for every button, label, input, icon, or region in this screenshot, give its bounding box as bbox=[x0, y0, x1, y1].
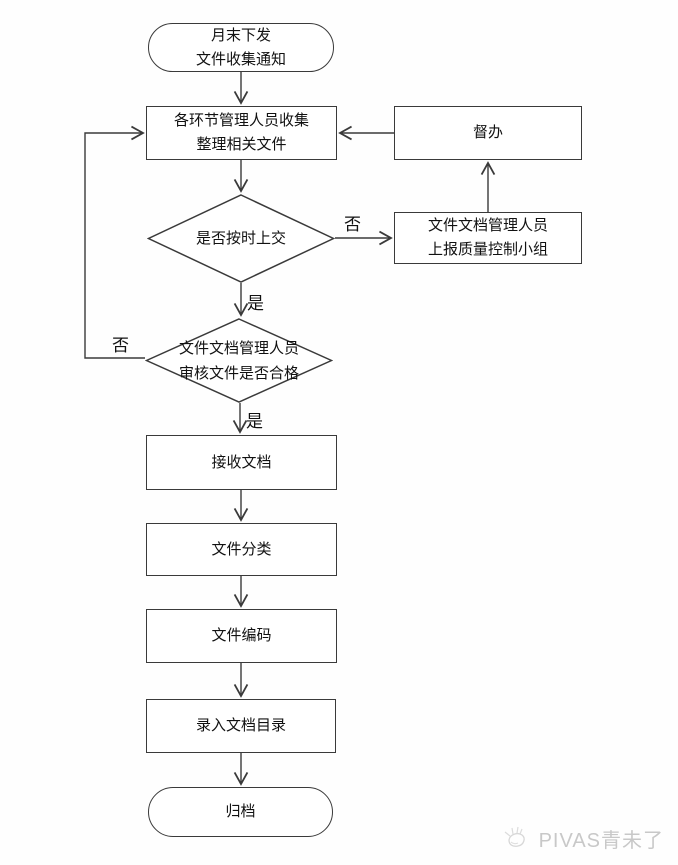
node-catalog-label: 录入文档目录 bbox=[195, 717, 286, 734]
node-start-line1: 月末下发 bbox=[210, 26, 271, 44]
watermark: PIVAS青未了 bbox=[502, 824, 664, 853]
edge-label-on-time-yes: 是 bbox=[247, 294, 264, 313]
node-supervise-label: 督办 bbox=[472, 124, 503, 141]
node-receive-process: 接收文档 bbox=[146, 435, 337, 490]
node-decision-on-time: 是否按时上交 bbox=[147, 194, 335, 283]
node-classify-process: 文件分类 bbox=[146, 523, 337, 576]
node-encode-process: 文件编码 bbox=[146, 609, 337, 663]
node-decision-qualified-label: 文件文档管理人员 审核文件是否合格 bbox=[179, 336, 299, 386]
node-report-line1: 文件文档管理人员 bbox=[427, 217, 548, 234]
edge-label-on-time-no: 否 bbox=[344, 215, 361, 234]
node-start-terminator: 月末下发 文件收集通知 bbox=[148, 23, 334, 72]
node-receive-label: 接收文档 bbox=[211, 453, 272, 471]
node-collect-process: 各环节管理人员收集 整理相关文件 bbox=[146, 106, 337, 160]
node-archive-terminator: 归档 bbox=[148, 787, 333, 837]
node-decision-qualified-line1: 文件文档管理人员 bbox=[178, 339, 299, 357]
node-report-line2: 上报质量控制小组 bbox=[427, 241, 548, 258]
node-encode-label: 文件编码 bbox=[211, 627, 272, 644]
node-catalog-process: 录入文档目录 bbox=[146, 699, 336, 753]
diamond-shape bbox=[145, 318, 333, 403]
node-collect-line1: 各环节管理人员收集 bbox=[173, 112, 309, 129]
node-classify-label: 文件分类 bbox=[211, 540, 272, 558]
node-start-line2: 文件收集通知 bbox=[195, 50, 286, 68]
diamond-shape bbox=[147, 194, 335, 283]
node-report-process: 文件文档管理人员 上报质量控制小组 bbox=[394, 212, 582, 264]
node-collect-line2: 整理相关文件 bbox=[196, 136, 287, 153]
node-archive-label: 归档 bbox=[225, 803, 256, 820]
edge-decision2-collect-no bbox=[84, 125, 145, 359]
watermark-text: PIVAS青未了 bbox=[538, 830, 664, 852]
node-decision-on-time-label: 是否按时上交 bbox=[195, 230, 286, 247]
edge-label-qualified-yes: 是 bbox=[246, 412, 263, 431]
bird-sketch-icon bbox=[502, 825, 532, 852]
node-decision-qualified-line2: 审核文件是否合格 bbox=[178, 364, 299, 382]
node-decision-qualified: 文件文档管理人员 审核文件是否合格 bbox=[145, 318, 333, 403]
node-supervise-process: 督办 bbox=[394, 106, 582, 160]
edge-label-qualified-no: 否 bbox=[112, 336, 129, 355]
